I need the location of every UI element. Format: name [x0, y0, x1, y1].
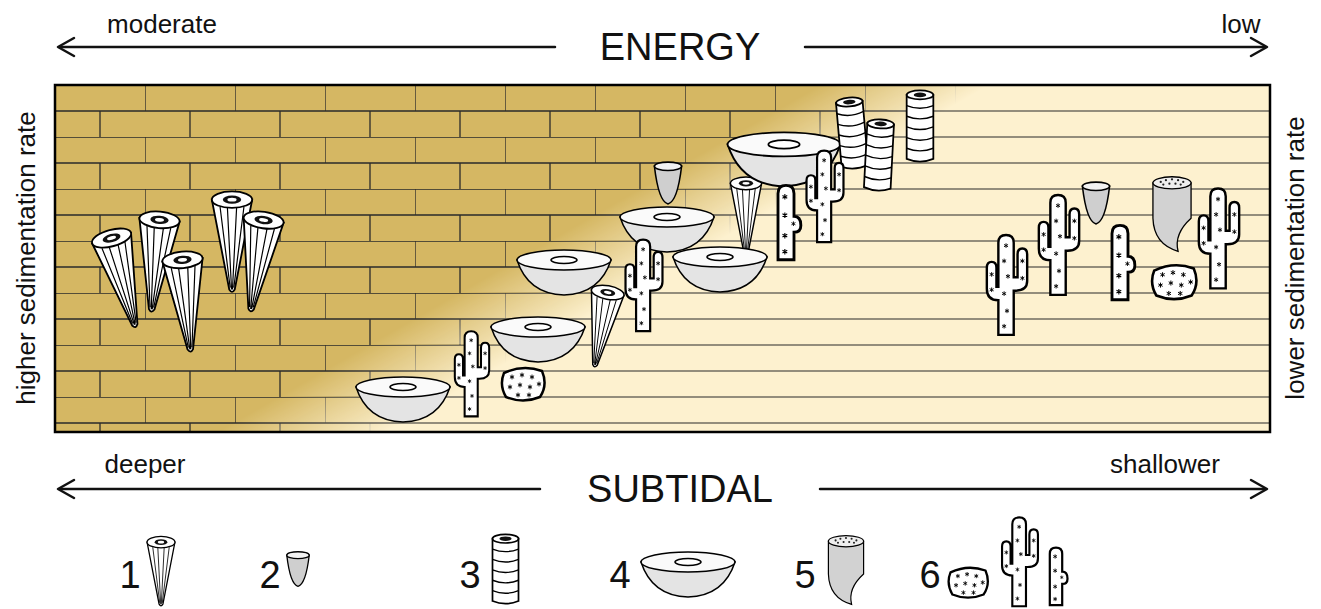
callout-number: 4	[609, 556, 630, 594]
axis-title: SUBTIDAL	[581, 470, 779, 508]
sediment-section	[55, 85, 1270, 432]
bowl-symbol	[356, 377, 450, 422]
rugose-corals	[90, 177, 762, 370]
callout-number: 2	[259, 556, 280, 594]
sponge-symbol	[1112, 225, 1135, 299]
sponge-symbol	[778, 185, 801, 259]
axis-arrows	[58, 38, 1267, 498]
bowl-symbol	[620, 207, 714, 252]
coral-symbol	[162, 250, 211, 354]
coral-symbol	[147, 536, 175, 605]
coral-symbol	[231, 209, 285, 314]
axis-end-label: moderate	[107, 11, 217, 37]
callout-number: 5	[794, 556, 815, 594]
bowl-fossils	[356, 132, 840, 422]
sponges	[455, 151, 1239, 417]
bowl-symbol	[517, 250, 611, 295]
callout-number: 3	[459, 556, 480, 594]
sponge-symbol	[455, 331, 489, 416]
sponge-symbol	[1050, 548, 1068, 606]
section-frame	[55, 85, 1270, 432]
column-symbol	[836, 96, 869, 169]
sponge-symbol	[949, 568, 988, 598]
sponge-symbol	[626, 240, 663, 332]
callout-number: 6	[919, 556, 940, 594]
marl-ground	[55, 85, 1270, 432]
callout-number: 1	[119, 556, 140, 594]
bowl-symbol	[641, 552, 735, 597]
bowl-symbol	[673, 247, 767, 292]
sponge-symbol	[1152, 265, 1196, 299]
sponge-symbol	[502, 368, 545, 401]
column-symbol	[907, 90, 934, 161]
column-symbol	[493, 534, 519, 603]
sponge-symbol	[1039, 195, 1079, 295]
side-axis-label: higher sedimentation rate	[13, 111, 39, 404]
cone-symbol	[287, 552, 309, 587]
coral-symbol	[730, 177, 761, 255]
axis-title: ENERGY	[594, 28, 766, 66]
column-symbol	[864, 119, 894, 191]
side-axis-label: lower sedimentation rate	[1282, 116, 1308, 399]
axis-end-label: deeper	[105, 451, 186, 477]
sponge-symbol	[1199, 189, 1239, 289]
legend-icons	[147, 517, 1067, 606]
horn-symbol	[1153, 177, 1191, 252]
sponge-symbol	[987, 235, 1027, 335]
bowl-symbol	[491, 317, 585, 362]
axis-end-label: shallower	[1110, 451, 1220, 477]
sponge-symbol	[1002, 517, 1038, 606]
cone-symbol	[1082, 182, 1109, 224]
sponge-symbol	[807, 151, 844, 243]
cone-symbol	[654, 162, 681, 204]
axis-end-label: low	[1221, 11, 1260, 37]
horn-symbol	[828, 536, 863, 605]
limestone-facies	[55, 85, 990, 432]
columns	[836, 90, 934, 191]
